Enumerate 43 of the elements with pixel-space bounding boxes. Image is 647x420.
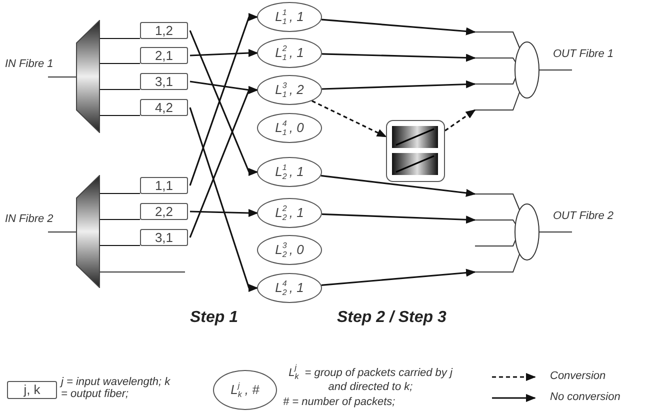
- label-box: j, k: [7, 381, 57, 399]
- arrow: [189, 107, 258, 292]
- label-box: 1,1: [140, 177, 188, 194]
- group-ellipse: L$_{2}$$^{3}$, 0: [257, 235, 322, 265]
- legend-label: Conversion: [550, 370, 606, 382]
- arrow: [189, 86, 258, 238]
- label-box: 2,2: [140, 203, 188, 220]
- fibre-label: IN Fibre 1: [5, 58, 54, 70]
- key-note: L$_{k}$$^{j}$ = group of packets carried by j and directed to k;: [288, 364, 454, 393]
- arrow: [320, 174, 476, 197]
- arrow: [322, 80, 476, 90]
- arrow: [444, 109, 476, 132]
- group-ellipse: L$_{1}$$^{1}$, 1: [257, 2, 322, 32]
- step-label: Step 2 / Step 3: [337, 309, 446, 327]
- key-note: # = number of packets;: [283, 396, 396, 408]
- key-note: j = input wavelength; k = output fiber;: [61, 376, 172, 400]
- label-box: 2,1: [140, 47, 188, 64]
- label-box: 4,2: [140, 99, 188, 116]
- arrow: [322, 213, 476, 224]
- group-ellipse: L$_{1}$$^{3}$, 2: [257, 75, 322, 105]
- fibre-label: OUT Fibre 2: [553, 210, 614, 222]
- arrow: [322, 53, 476, 62]
- converter-box: [386, 120, 445, 182]
- group-ellipse: L$_{2}$$^{2}$, 1: [257, 198, 322, 228]
- label-box: 3,1: [140, 229, 188, 246]
- arrow: [189, 30, 258, 176]
- group-ellipse: L$_{k}$$^{j}$, #: [213, 370, 277, 410]
- label-box: 3,1: [140, 73, 188, 90]
- fibre-label: IN Fibre 2: [5, 213, 54, 225]
- group-ellipse: L$_{1}$$^{2}$, 1: [257, 38, 322, 68]
- group-ellipse: L$_{2}$$^{1}$, 1: [257, 157, 322, 187]
- arrow: [312, 100, 387, 138]
- arrow: [321, 18, 476, 36]
- group-ellipse: L$_{1}$$^{4}$, 0: [257, 113, 322, 143]
- group-ellipse: L$_{2}$$^{4}$, 1: [257, 273, 322, 303]
- legend-label: No conversion: [550, 391, 620, 403]
- arrow: [190, 209, 258, 217]
- arrow: [190, 49, 258, 57]
- arrow: [321, 268, 476, 286]
- label-box: 1,2: [140, 22, 188, 39]
- arrow: [189, 13, 258, 186]
- step-label: Step 1: [190, 309, 238, 327]
- fibre-label: OUT Fibre 1: [553, 48, 614, 60]
